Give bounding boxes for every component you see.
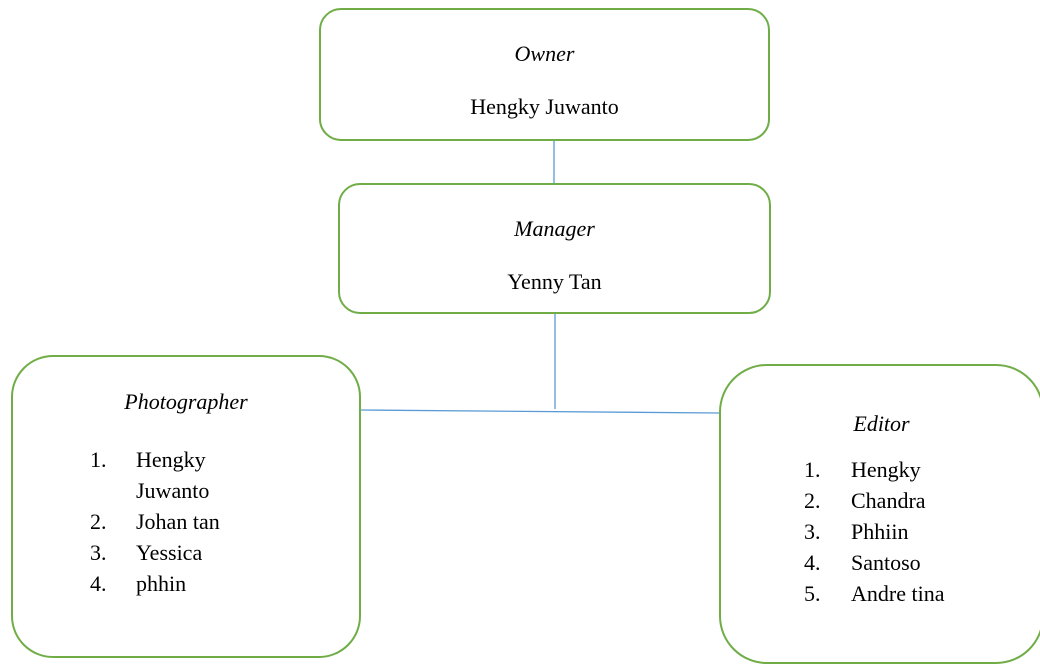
list-item: 4. Santoso xyxy=(804,547,1004,578)
list-item-number: 2. xyxy=(804,488,821,513)
photographer-member-list: 1. Hengky Juwanto 2. Johan tan 3. Yessic… xyxy=(90,444,290,599)
list-item: 1. Hengky Juwanto xyxy=(90,444,290,506)
owner-name: Hengky Juwanto xyxy=(470,94,619,119)
list-item: 2. Chandra xyxy=(804,485,1004,516)
list-item: 3. Phhiin xyxy=(804,516,1004,547)
editor-role-label: Editor xyxy=(853,411,910,436)
list-item-name: Johan tan xyxy=(136,509,220,534)
owner-box: Owner Hengky Juwanto xyxy=(319,8,770,141)
list-item: 2. Johan tan xyxy=(90,506,290,537)
list-item-number: 3. xyxy=(90,540,107,565)
list-item-name: Santoso xyxy=(851,550,921,575)
list-item-number: 1. xyxy=(90,447,107,472)
list-item: 3. Yessica xyxy=(90,537,290,568)
list-item: 4. phhin xyxy=(90,568,290,599)
manager-role-label: Manager xyxy=(514,216,595,241)
list-item: 1. Hengky xyxy=(804,454,1004,485)
manager-box: Manager Yenny Tan xyxy=(338,183,771,314)
list-item-number: 2. xyxy=(90,509,107,534)
photographer-role-label: Photographer xyxy=(124,389,248,414)
photographer-box: Photographer 1. Hengky Juwanto 2. Johan … xyxy=(11,355,361,658)
list-item-name: Hengky xyxy=(851,457,921,482)
list-item-name: Yessica xyxy=(136,540,203,565)
list-item-number: 3. xyxy=(804,519,821,544)
editor-member-list: 1. Hengky 2. Chandra 3. Phhiin 4. Santos… xyxy=(804,454,1004,609)
list-item-number: 1. xyxy=(804,457,821,482)
photographer-editor-connector xyxy=(360,409,720,414)
list-item-name: phhin xyxy=(136,571,187,596)
list-item-name: Phhiin xyxy=(851,519,909,544)
list-item-number: 4. xyxy=(804,550,821,575)
editor-box: Editor 1. Hengky 2. Chandra 3. Phhiin 4.… xyxy=(719,364,1040,664)
manager-name: Yenny Tan xyxy=(507,269,602,294)
list-item-name: Hengky Juwanto xyxy=(136,447,210,503)
list-item-number: 4. xyxy=(90,571,107,596)
list-item-name: Chandra xyxy=(851,488,926,513)
list-item-number: 5. xyxy=(804,581,821,606)
list-item-name: Andre tina xyxy=(851,581,945,606)
list-item: 5. Andre tina xyxy=(804,578,1004,609)
owner-role-label: Owner xyxy=(514,41,575,66)
